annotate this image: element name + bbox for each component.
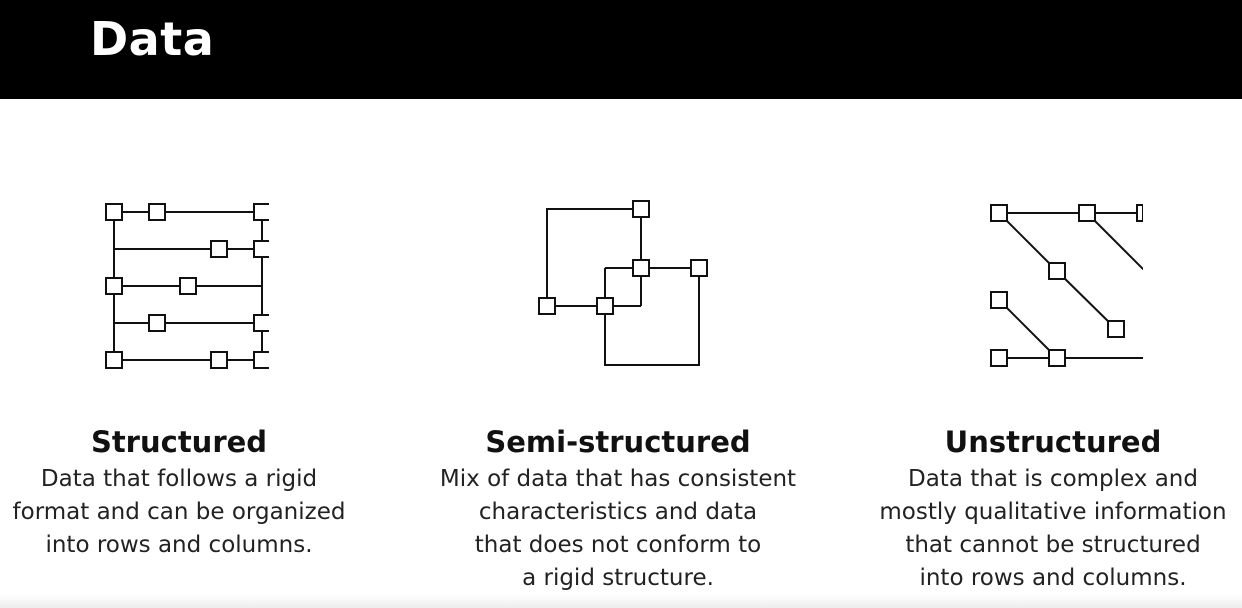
category-unstructured: Unstructured Data that is complex and mo… bbox=[863, 190, 1242, 591]
semi-structured-overlap-icon bbox=[538, 200, 708, 366]
category-description: Data that follows a rigid format and can… bbox=[0, 463, 369, 562]
page-title: Data bbox=[90, 12, 215, 66]
description-line: Data that is complex and bbox=[908, 466, 1198, 492]
bottom-shade bbox=[0, 594, 1242, 608]
description-line: characteristics and data bbox=[478, 499, 758, 525]
structured-grid-icon bbox=[105, 203, 269, 369]
description-line: mostly qualitative information bbox=[879, 499, 1227, 525]
category-title: Semi-structured bbox=[485, 425, 751, 459]
description-line: into rows and columns. bbox=[45, 532, 313, 558]
description-line: that does not conform to bbox=[474, 532, 762, 558]
description-line: into rows and columns. bbox=[919, 565, 1187, 591]
category-description: Mix of data that has consistent characte… bbox=[428, 463, 808, 595]
category-title: Structured bbox=[90, 425, 268, 459]
category-semi-structured: Semi-structured Mix of data that has con… bbox=[428, 190, 808, 591]
title-bar: Data bbox=[0, 0, 1242, 99]
unstructured-scatter-icon bbox=[990, 204, 1143, 367]
category-description: Data that is complex and mostly qualitat… bbox=[863, 463, 1242, 595]
description-line: that cannot be structured bbox=[905, 532, 1201, 558]
description-line: Data that follows a rigid bbox=[40, 466, 318, 492]
description-line: Mix of data that has consistent bbox=[439, 466, 797, 492]
category-structured: Structured Data that follows a rigid for… bbox=[0, 190, 369, 558]
description-line: a rigid structure. bbox=[522, 565, 714, 591]
category-title: Unstructured bbox=[944, 425, 1162, 459]
description-line: format and can be organized bbox=[12, 499, 346, 525]
